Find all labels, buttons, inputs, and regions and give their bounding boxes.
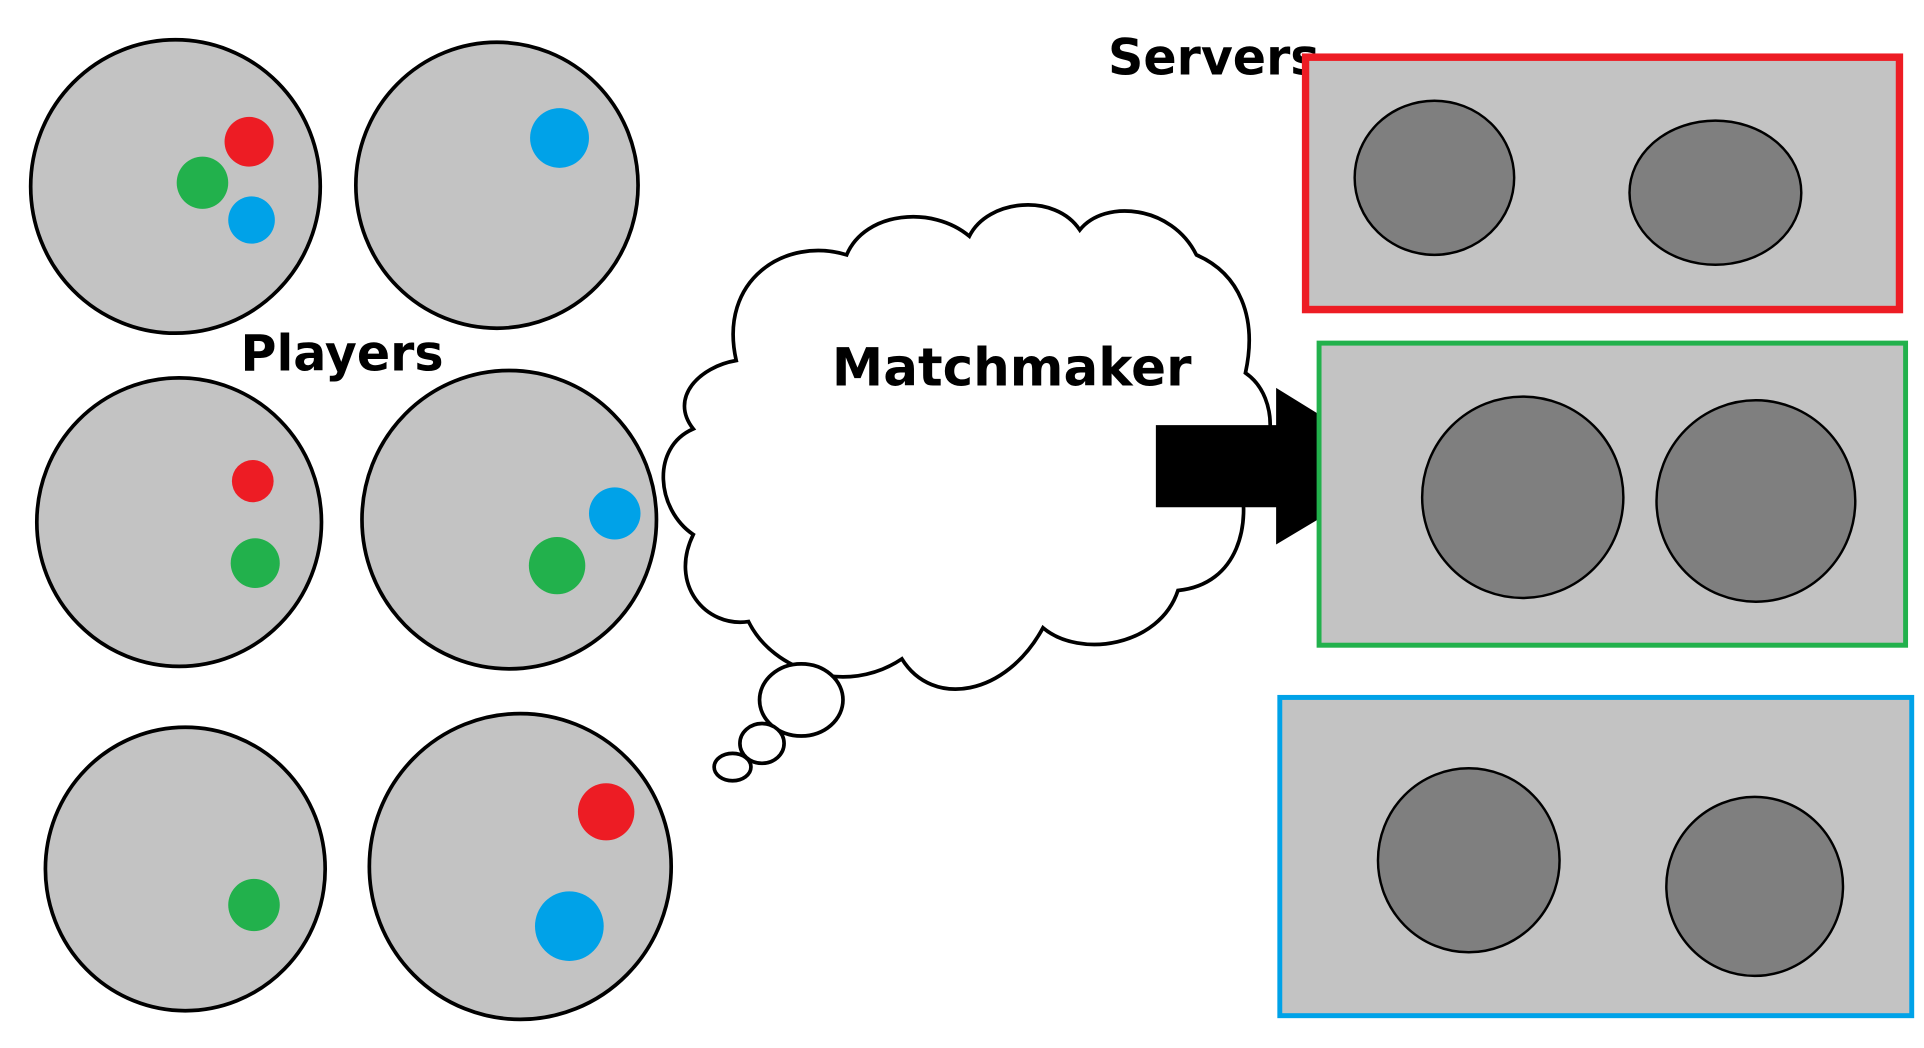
player-dot-green bbox=[228, 878, 280, 932]
player-group-1 bbox=[28, 37, 323, 336]
server-slot bbox=[1628, 119, 1803, 267]
server-slot bbox=[1353, 99, 1516, 257]
player-dot-green bbox=[528, 537, 586, 595]
player-dot-blue bbox=[534, 891, 604, 961]
server-slot bbox=[1655, 399, 1857, 603]
players-label: Players bbox=[241, 324, 444, 382]
player-dot-red bbox=[231, 459, 274, 503]
player-dot-blue bbox=[530, 108, 589, 168]
player-group-3 bbox=[34, 376, 324, 669]
thought-bubble-small bbox=[712, 751, 753, 783]
player-dot-red bbox=[224, 116, 274, 167]
player-lobby-circle bbox=[34, 376, 324, 669]
server-red bbox=[1301, 53, 1904, 314]
player-lobby-circle bbox=[360, 368, 659, 671]
player-dot-green bbox=[176, 156, 229, 209]
server-slot bbox=[1420, 395, 1625, 600]
player-group-5 bbox=[43, 725, 328, 1013]
cloud-shape bbox=[661, 203, 1273, 691]
player-lobby-circle bbox=[43, 725, 328, 1013]
server-slot bbox=[1376, 767, 1561, 954]
player-lobby-circle bbox=[367, 711, 674, 1022]
server-blue bbox=[1277, 694, 1915, 1019]
player-dot-green bbox=[230, 538, 280, 589]
matchmaker-label: Matchmaker bbox=[832, 338, 1192, 398]
player-group-2 bbox=[354, 40, 640, 331]
player-lobby-circle bbox=[28, 37, 323, 336]
server-green bbox=[1316, 340, 1909, 648]
player-groups bbox=[28, 37, 674, 1022]
player-dot-blue bbox=[228, 196, 275, 244]
server-slot bbox=[1665, 795, 1845, 978]
matchmaker-cloud bbox=[661, 203, 1273, 783]
arrow-right-icon bbox=[1155, 387, 1405, 545]
servers-label: Servers bbox=[1108, 28, 1319, 86]
player-group-6 bbox=[367, 711, 674, 1022]
player-dot-blue bbox=[588, 487, 641, 540]
thought-bubble-medium bbox=[738, 721, 786, 766]
player-dot-red bbox=[577, 783, 635, 841]
thought-bubble-large bbox=[757, 661, 845, 738]
player-group-4 bbox=[360, 368, 659, 671]
player-lobby-circle bbox=[354, 40, 640, 331]
